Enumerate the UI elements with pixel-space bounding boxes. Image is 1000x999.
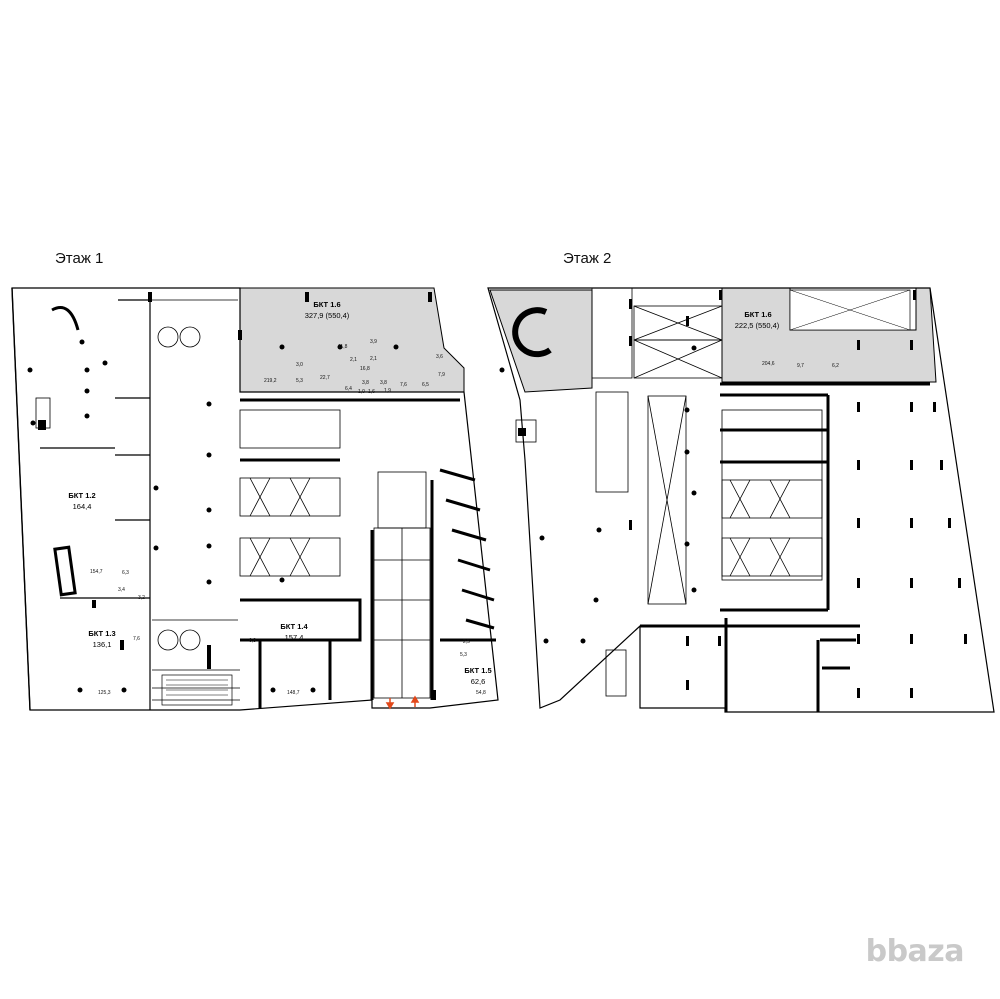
room-label: 7,6 [400,382,407,388]
room-label: 6,4 [345,386,352,392]
unit-b15-name: БКТ 1.5 [464,666,491,675]
room-label: 11,8 [338,344,348,350]
unit-b16-floor2-area: 222,5 (550,4) [735,321,780,330]
room-label: 22,7 [320,375,330,381]
unit-b14-name: БКТ 1.4 [280,622,308,631]
room-label: 154,7 [90,569,103,575]
room-label: 6,8 [249,638,256,644]
room-label: 3,9 [370,339,377,345]
room-label: 9,7 [797,363,804,369]
room-label: 6,2 [832,363,839,369]
room-label: 3,6 [436,354,443,360]
room-label: 2,1 [370,356,377,362]
floor-2-outline [487,287,995,713]
room-label: 7,9 [438,372,445,378]
room-label: 5,3 [296,378,303,384]
floor-1-title: Этаж 1 [55,250,104,267]
room-label: 1,6 [368,389,375,395]
room-label: 3,2 [138,595,145,601]
room-label: 6,5 [422,382,429,388]
entry-arrows [385,695,420,710]
unit-b12-area: 164,4 [73,502,92,511]
unit-b15-area: 62,6 [471,677,486,686]
room-label: 3,8 [362,380,369,386]
room-label: 1,9 [384,388,391,394]
room-label: 3,4 [118,587,125,593]
unit-b16-highlight [239,287,465,393]
room-label: 125,3 [98,690,111,696]
room-label: 2,1 [350,357,357,363]
floor-2-plan: БКТ 1.6 222,5 (550,4) 204,6 9,7 6,2 [487,287,995,713]
watermark-logo: bbaza [865,934,965,969]
floor-1-plan: БКТ 1.6 327,9 (550,4) БКТ 1.2 164,4 БКТ … [11,287,499,711]
room-label: 3,0 [296,362,303,368]
room-label: 148,7 [287,690,300,696]
unit-b13-name: БКТ 1.3 [88,629,115,638]
room-label: 3,8 [380,380,387,386]
unit-b12-name: БКТ 1.2 [68,491,95,500]
room-label: 204,6 [762,361,775,367]
room-label: 7,6 [133,636,140,642]
room-label: 54,8 [476,690,486,696]
room-label: 2,5 [463,639,470,645]
room-label: 6,3 [122,570,129,576]
room-label: 16,8 [360,366,370,372]
room-label: 5,3 [460,652,467,658]
room-label: 1,0 [358,389,365,395]
floor-1-outline [11,287,499,711]
unit-b13-area: 136,1 [93,640,112,649]
unit-b14-area: 157,4 [285,633,304,642]
unit-b16-area: 327,9 (550,4) [305,311,350,320]
floor-1-room-labels: 219,2 3,0 5,3 22,7 11,8 2,1 3,9 2,1 16,8… [90,339,486,696]
room-label: 219,2 [264,378,277,384]
floor-2-room-labels: 204,6 9,7 6,2 [762,361,839,369]
floor-2-title: Этаж 2 [563,250,612,267]
unit-b16-name: БКТ 1.6 [313,300,340,309]
unit-b16-floor2-name: БКТ 1.6 [744,310,771,319]
